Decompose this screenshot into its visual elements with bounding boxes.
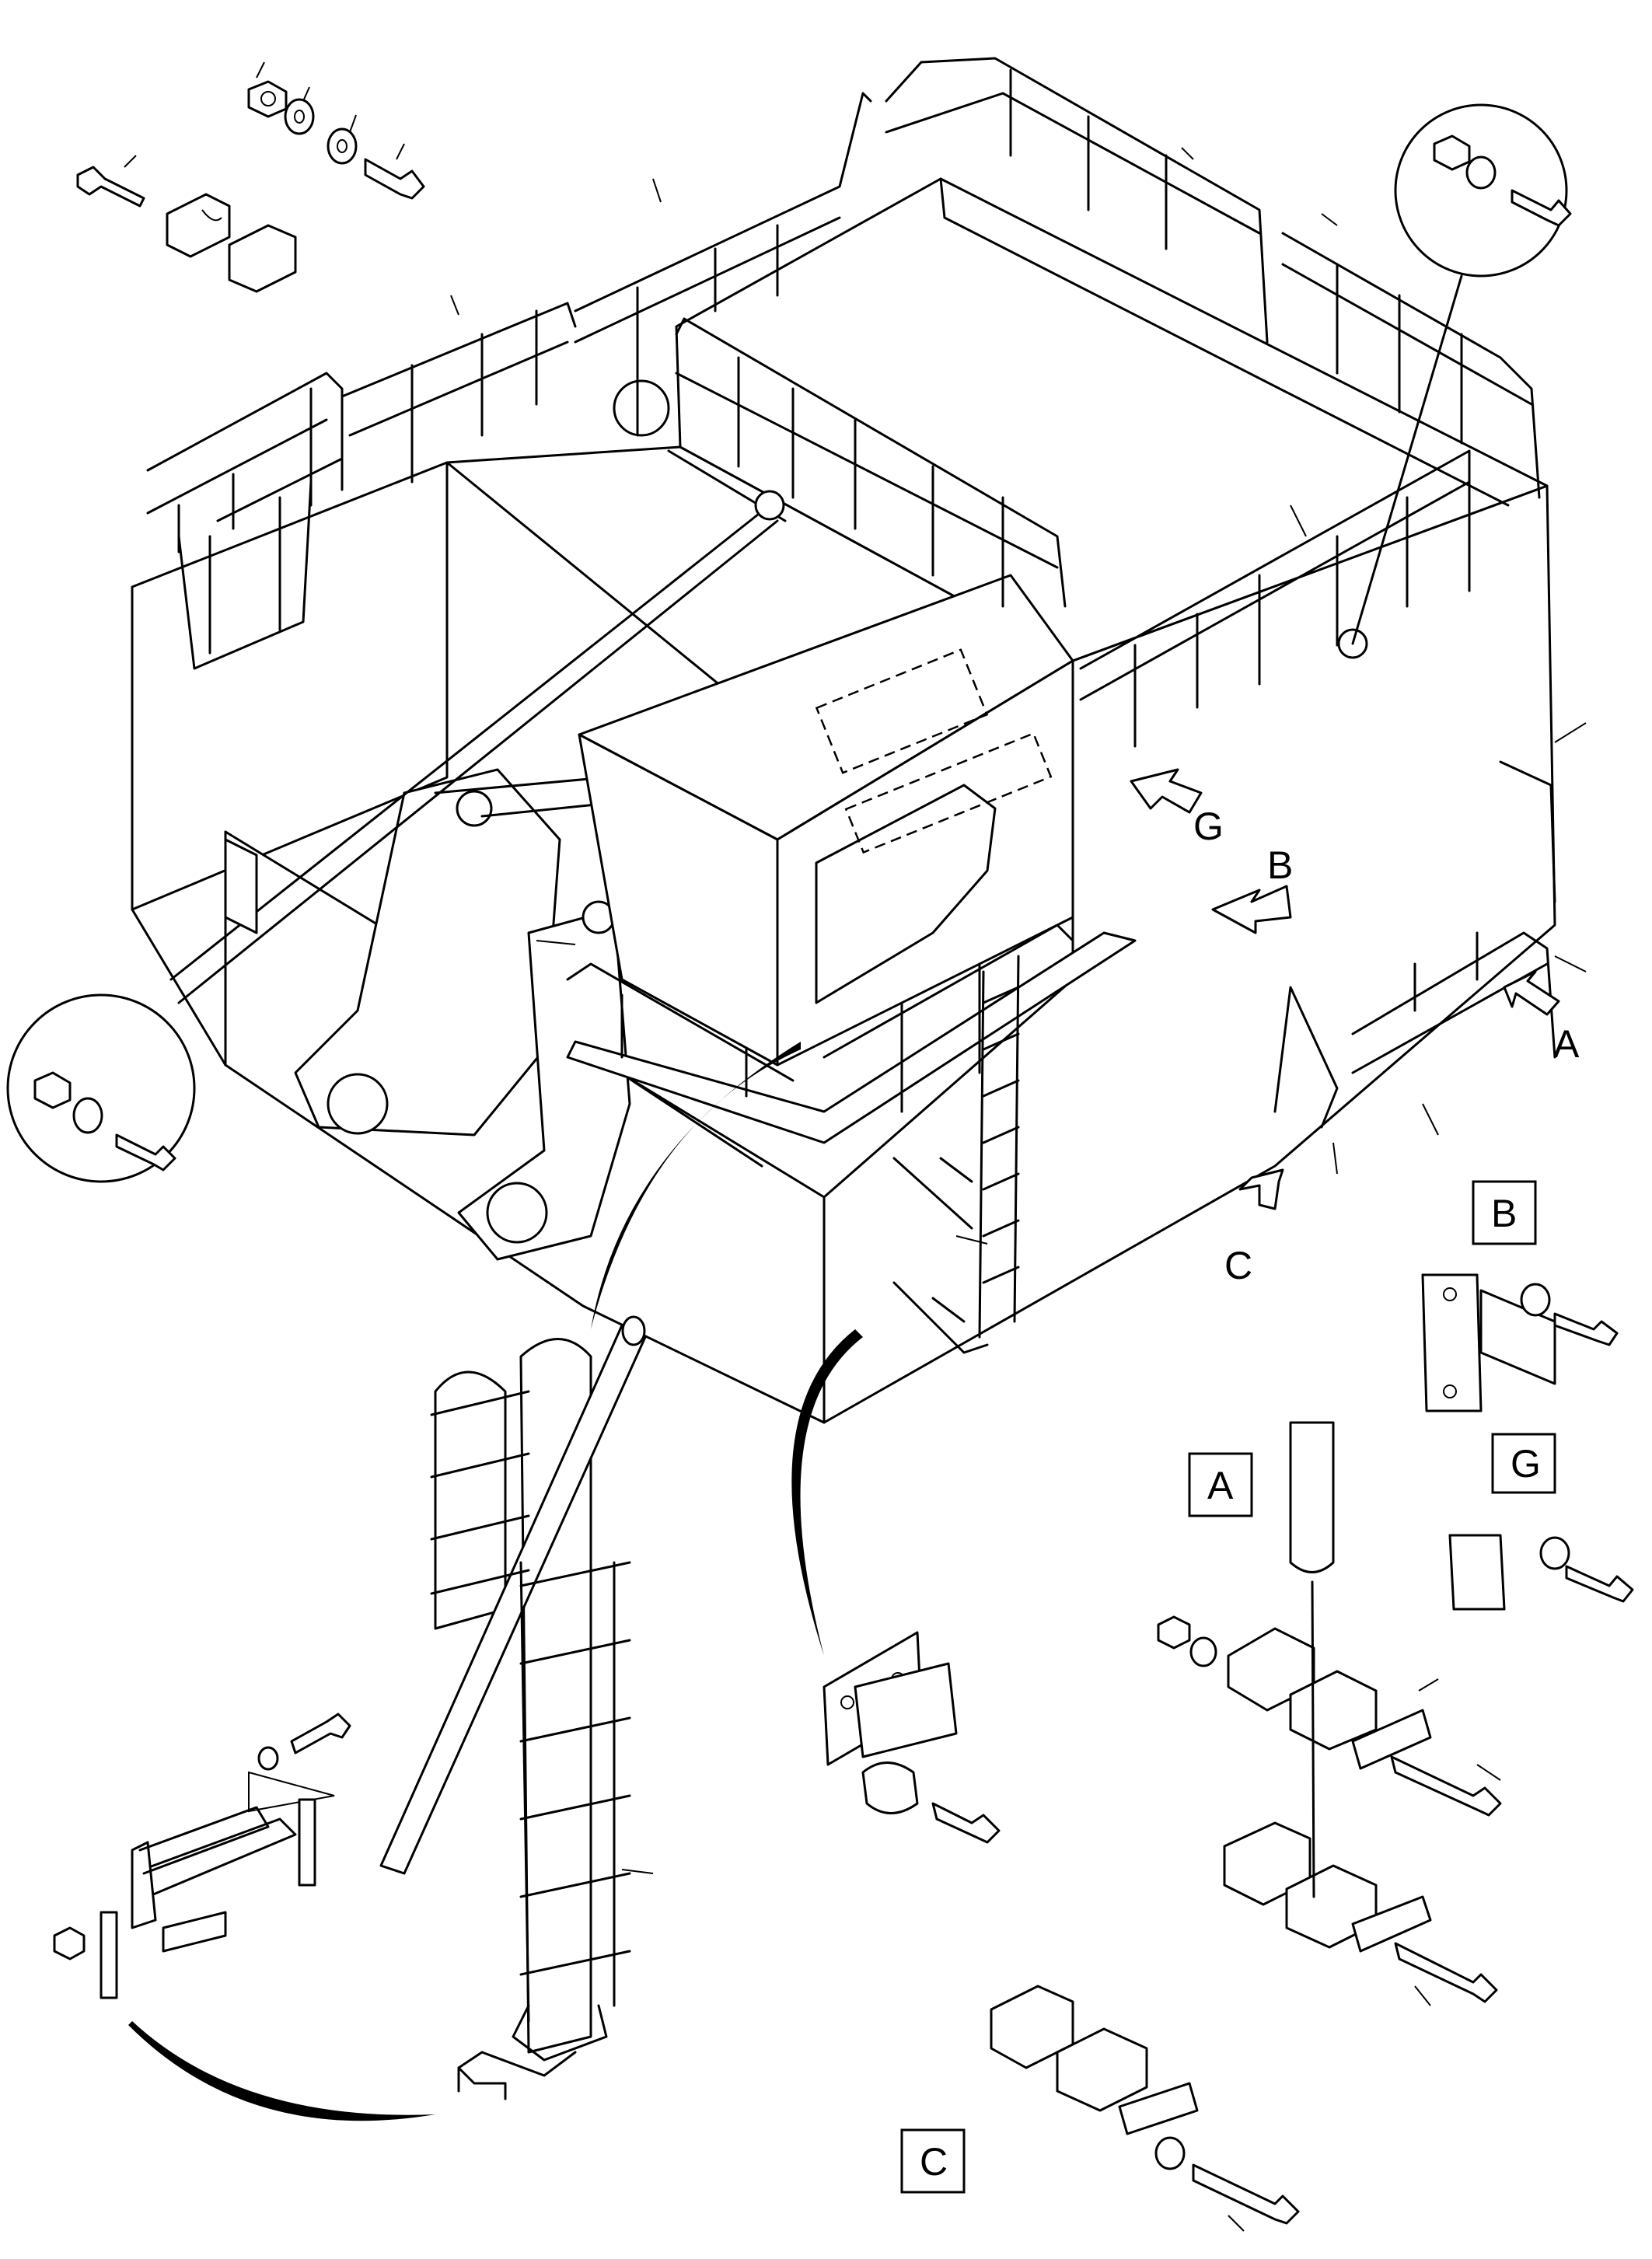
washer-icon [284, 98, 315, 135]
hex-bolt-icon [1511, 189, 1572, 227]
split-clamp-icon [228, 224, 297, 293]
detail-label-g-box [1491, 1433, 1556, 1494]
part-leader-lines [124, 61, 1587, 2232]
hex-bolt-icon [76, 166, 145, 208]
washer-icon [1189, 1636, 1217, 1667]
detail-c-hardware: C [900, 1985, 1300, 2225]
washer-icon [1520, 1283, 1551, 1317]
access-ladder [892, 955, 1020, 1354]
hex-bolt-icon [290, 1713, 351, 1754]
detail-circle-left [6, 993, 196, 1183]
detail-label-g: G [1511, 1442, 1541, 1486]
washer-icon [327, 127, 358, 165]
washer-icon [1154, 2136, 1186, 2170]
view-arrow-a: A [1503, 970, 1580, 1066]
handrail-system [146, 57, 1556, 1129]
hex-bolt-icon [1394, 1942, 1498, 2003]
detail-a-hardware: A [1157, 1421, 1502, 2003]
machine-upper-structure [131, 177, 1556, 1424]
detail-label-c-box [900, 2128, 966, 2194]
hex-nut-icon [53, 1926, 86, 1960]
ladder-mount-detail [823, 1631, 1001, 1844]
detail-label-a: A [1207, 1464, 1234, 1507]
washer-icon [72, 1097, 103, 1134]
callout-letter-a: A [1553, 1022, 1580, 1066]
callout-letter-c: C [1224, 1244, 1252, 1287]
callout-letter-g: G [1193, 805, 1224, 848]
detail-label-a-box [1188, 1452, 1253, 1517]
detail-label-b-box [1472, 1180, 1537, 1245]
detail-g-hardware: G [1448, 1433, 1634, 1611]
hex-bolt-icon [1390, 1755, 1502, 1817]
view-arrow-g: G [1130, 768, 1224, 848]
washer-icon [257, 1746, 279, 1771]
split-clamp-icon [1056, 2027, 1148, 2112]
hex-nut-icon [1433, 134, 1471, 171]
hanging-ladder-detail [379, 1315, 647, 2100]
detail-b-hardware: B [1421, 1180, 1619, 1412]
washer-icon [1539, 1536, 1570, 1570]
hex-nut-icon [247, 80, 288, 118]
ladder-bracket-detail [53, 1713, 351, 1999]
washer-icon [1465, 155, 1497, 190]
detail-circle-top-right [1351, 103, 1572, 645]
leader-swoosh [791, 1329, 863, 1656]
hex-bolt-icon [1565, 1565, 1634, 1603]
leader-swoosh [128, 2021, 435, 2121]
hex-bolt-icon [931, 1802, 1001, 1844]
callout-letter-b: B [1267, 843, 1293, 887]
detail-label-b: B [1491, 1192, 1517, 1235]
view-arrow-b: B [1211, 843, 1293, 934]
detail-label-c: C [920, 2140, 948, 2184]
hex-bolt-icon [364, 158, 425, 200]
split-clamp-icon [166, 193, 231, 258]
hex-bolt-icon [115, 1133, 176, 1171]
hex-bolt-icon [1192, 2163, 1300, 2225]
hex-nut-icon [1157, 1615, 1191, 1650]
operator-cab [566, 574, 1137, 1144]
hex-nut-icon [33, 1071, 72, 1109]
view-arrow-c: C [1224, 1168, 1284, 1287]
hex-bolt-icon [1553, 1312, 1619, 1346]
hardware-group-top-left [76, 80, 425, 293]
